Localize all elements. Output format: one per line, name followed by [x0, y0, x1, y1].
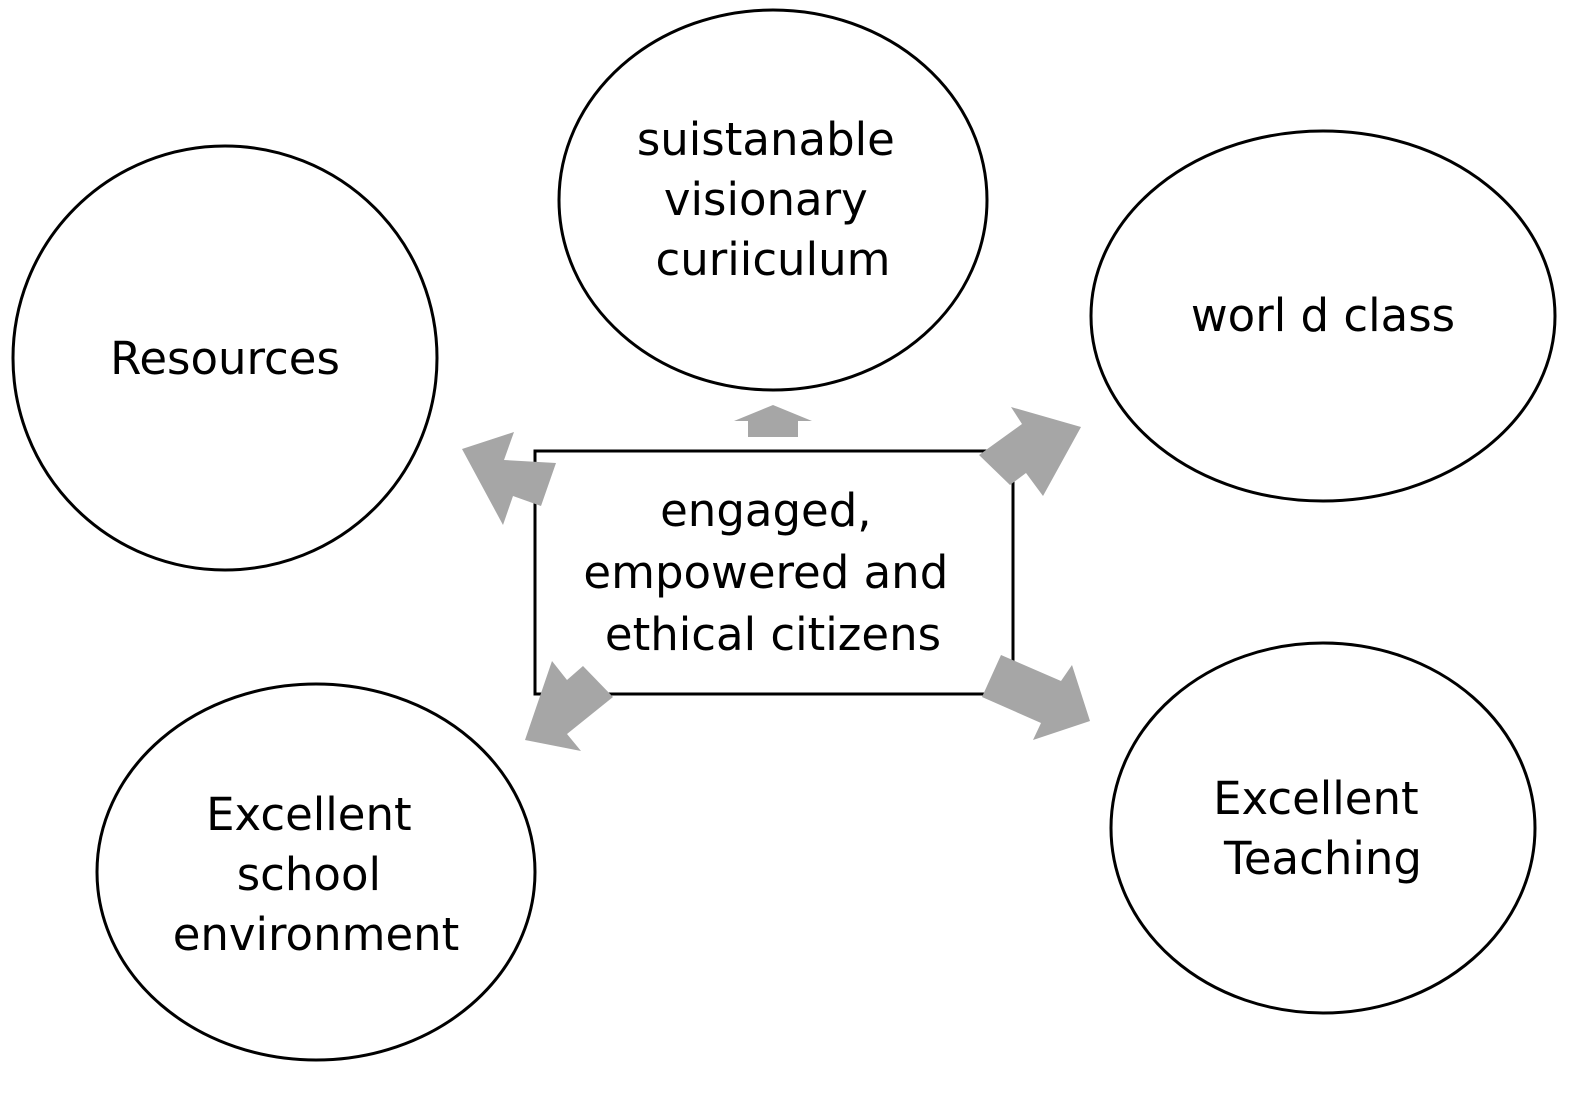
arrow-up-to-curriculum	[734, 405, 812, 437]
svg-text:suistanable visionary: suistanable visionary curiiculum	[637, 113, 909, 286]
arrow-to-resources	[462, 432, 556, 525]
node-world-class: worl d class	[1089, 129, 1557, 503]
svg-text:worl d class: worl d class	[1191, 289, 1455, 342]
center-line-3: ethical citizens	[605, 608, 941, 661]
node-environment-line-1: Excellent	[206, 788, 412, 841]
node-resources: Resources	[11, 144, 439, 572]
node-teaching: Excellent Teaching	[1109, 641, 1537, 1015]
node-environment-line-2: school	[237, 848, 381, 901]
node-teaching-line-1: Excellent	[1213, 772, 1419, 825]
arrow-to-teaching	[982, 655, 1090, 740]
node-resources-circle	[11, 144, 439, 572]
center-line-1: engaged,	[660, 484, 871, 537]
svg-text:engaged, empowered and: engaged, empowered and ethical citizens	[583, 484, 962, 661]
center-box	[533, 449, 1015, 696]
node-curriculum: suistanable visionary curiiculum	[557, 8, 989, 392]
node-environment-ellipse	[95, 682, 537, 1062]
svg-text:Excellent Teaching: Excellent Teaching	[1213, 772, 1433, 885]
svg-text:Resources: Resources	[110, 332, 340, 385]
node-curriculum-line-2: visionary	[664, 173, 868, 226]
center-line-2: empowered and	[583, 546, 948, 599]
center-node: engaged, empowered and ethical citizens	[533, 449, 1015, 696]
node-world-class-line-1: worl d class	[1191, 289, 1455, 342]
node-teaching-line-2: Teaching	[1223, 832, 1422, 885]
arrow-to-world-class	[979, 407, 1081, 496]
node-curriculum-line-1: suistanable	[637, 113, 895, 166]
node-teaching-ellipse	[1109, 641, 1537, 1015]
node-environment: Excellent school environment	[95, 682, 537, 1062]
node-resources-line-1: Resources	[110, 332, 340, 385]
node-world-class-ellipse	[1089, 129, 1557, 503]
node-environment-line-3: environment	[173, 908, 460, 961]
arrow-to-environment	[525, 661, 613, 751]
node-curriculum-ellipse	[557, 8, 989, 392]
svg-text:Excellent school e: Excellent school environment	[173, 788, 460, 961]
node-curriculum-line-3: curiiculum	[656, 233, 891, 286]
